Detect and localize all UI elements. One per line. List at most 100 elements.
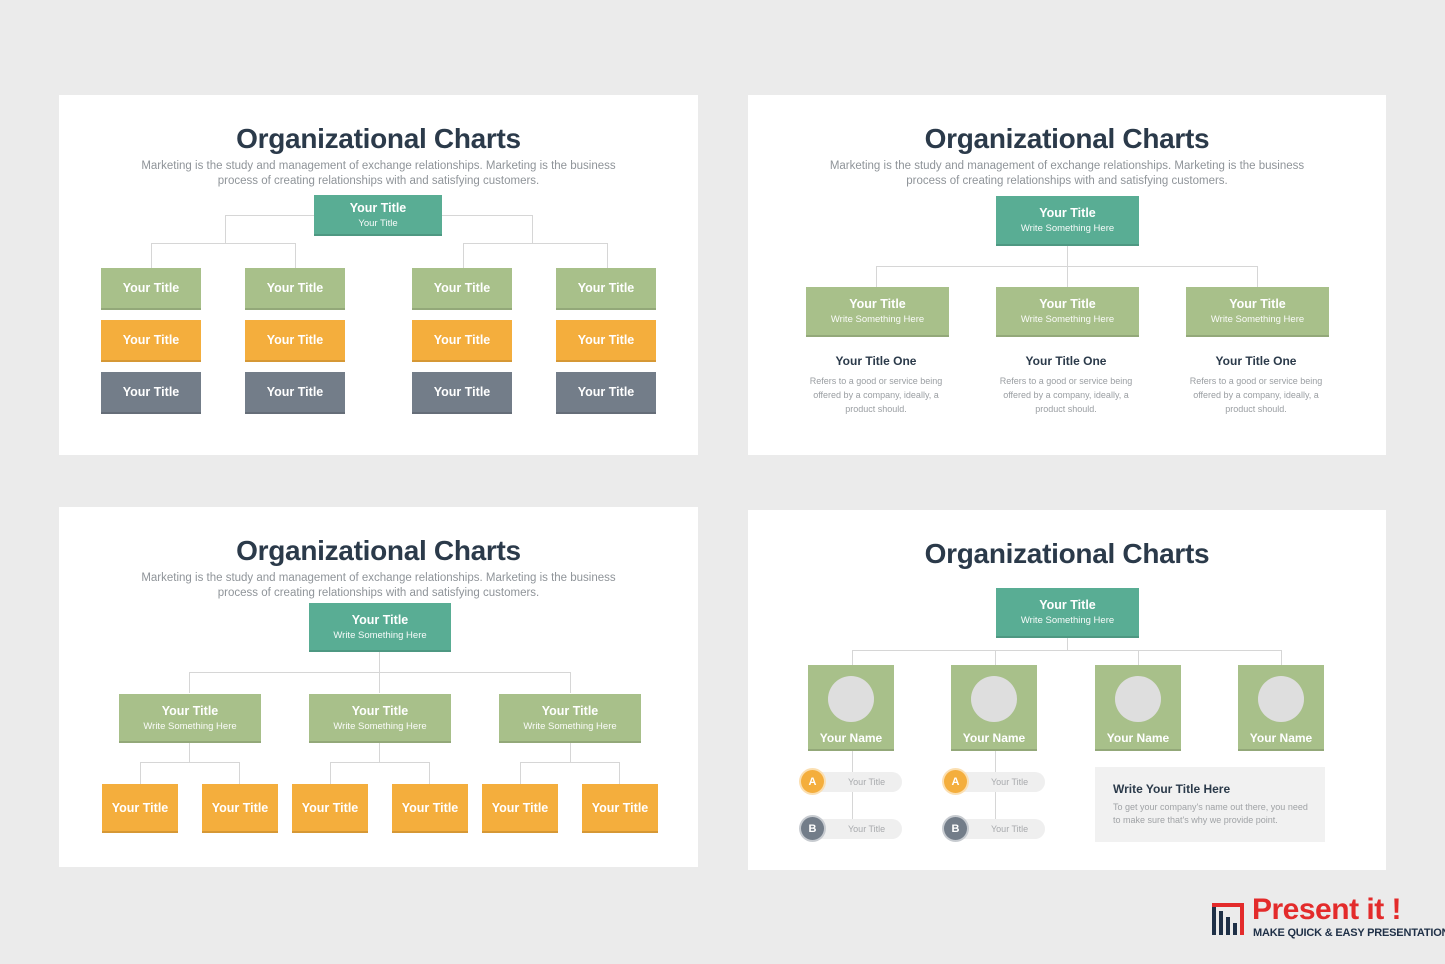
slide-title: Organizational Charts [924,538,1210,569]
node-title: Your Title [577,385,635,399]
connector [520,762,619,763]
top-node[interactable]: Your Title Your Title [314,195,442,236]
slide-2: Organizational Charts Marketing is the s… [748,95,1386,455]
node[interactable]: Your Title [101,268,201,310]
node-title: Your Title [122,281,180,295]
badge-b: B [942,815,969,842]
node[interactable]: Your Title [412,372,512,414]
node-title: Your Title [401,800,459,815]
connector [330,762,429,763]
node-title: Your Title [541,703,599,718]
node[interactable]: Your Title [292,784,368,833]
node[interactable]: Your Title [482,784,558,833]
brand-logo[interactable]: Present it ! MAKE QUICK & EASY PRESENTAT… [1210,893,1445,945]
connector [852,650,853,666]
node-title: Your Title [266,281,324,295]
pill-label: Your Title [848,824,886,834]
connector [379,742,380,762]
node-title: Your Title [161,703,219,718]
node[interactable]: Your Title [556,320,656,362]
avatar [971,676,1017,722]
connector [607,243,608,268]
node[interactable]: Your Title [101,320,201,362]
connector [295,243,296,268]
connector [330,762,331,784]
title-pill: Your Title [949,819,1045,839]
node-subtitle: Write Something Here [1020,223,1115,234]
node-title: Your Title [491,800,549,815]
item-heading: Your Title One [1215,354,1297,368]
slide-3: Organizational Charts Marketing is the s… [59,507,698,867]
slide-subtitle: Marketing is the study and management of… [141,572,616,599]
node-subtitle: Write Something Here [830,314,925,325]
connector [379,651,380,672]
node[interactable]: Your Title [412,268,512,310]
connector [520,762,521,784]
node[interactable]: Your Title [202,784,278,833]
item-description: Refers to a good or service being offere… [809,376,943,414]
presentation-icon [1212,903,1244,935]
profile-card[interactable]: Your Name [808,665,894,751]
node-subtitle: Write Something Here [143,720,237,732]
node-title: Your Title [211,800,269,815]
node-title: Your Title [301,800,359,815]
connector [619,762,620,784]
connector [463,243,464,268]
node[interactable]: Your Title [245,268,345,310]
profile-card[interactable]: Your Name [1095,665,1181,751]
node[interactable]: Your Title [245,320,345,362]
node[interactable]: Your Title [582,784,658,833]
top-node[interactable]: Your Title Write Something Here [309,603,451,652]
connector [1067,245,1068,266]
slide-subtitle: Marketing is the study and management of… [141,160,616,187]
node[interactable]: Your Title Write Something Here [1186,287,1329,337]
node[interactable]: Your Title Write Something Here [499,694,641,743]
node[interactable]: Your Title Write Something Here [806,287,949,337]
node-title: Your Title [1039,206,1096,220]
profile-name: Your Name [962,731,1026,745]
node[interactable]: Your Title Write Something Here [996,287,1139,337]
slide-4: Organizational Charts Your Title Write S… [748,510,1386,870]
node-title: Your Title [577,281,635,295]
node[interactable]: Your Title Write Something Here [119,694,261,743]
connector [852,650,1282,651]
badge-a: A [799,768,826,795]
profile-name: Your Name [1249,731,1313,745]
node[interactable]: Your Title [392,784,468,833]
node-subtitle: Write Something Here [1020,314,1115,325]
brand-name: Present it ! [1252,893,1402,926]
connector [379,672,380,693]
profile-card[interactable]: Your Name [1238,665,1324,751]
profile-name: Your Name [1106,731,1170,745]
node[interactable]: Your Title [102,784,178,833]
node-title: Your Title [1039,598,1096,612]
connector [532,215,533,243]
avatar [1115,676,1161,722]
connector [570,672,571,693]
top-node[interactable]: Your Title Write Something Here [996,196,1139,246]
node[interactable]: Your Title Write Something Here [309,694,451,743]
connector [1281,650,1282,666]
node-title: Your Title [1039,297,1096,311]
node-title: Your Title [577,333,635,347]
profile-card[interactable]: Your Name [951,665,1037,751]
connector [570,742,571,762]
badge-a: A [942,768,969,795]
node-title: Your Title [433,385,491,399]
node[interactable]: Your Title [556,268,656,310]
slide-1: Organizational Charts Marketing is the s… [59,95,698,455]
node-title: Your Title [351,703,409,718]
node[interactable]: Your Title [412,320,512,362]
top-node[interactable]: Your Title Write Something Here [996,588,1139,638]
node-subtitle: Your Title [358,217,398,229]
node-subtitle: Write Something Here [1210,314,1305,325]
node-subtitle: Write Something Here [333,720,427,732]
node-subtitle: Write Something Here [333,629,427,641]
node-title: Your Title [849,297,906,311]
connector [1257,266,1258,287]
node[interactable]: Your Title [245,372,345,414]
connector [140,762,141,784]
node[interactable]: Your Title [556,372,656,414]
node[interactable]: Your Title [101,372,201,414]
node-title: Your Title [266,385,324,399]
